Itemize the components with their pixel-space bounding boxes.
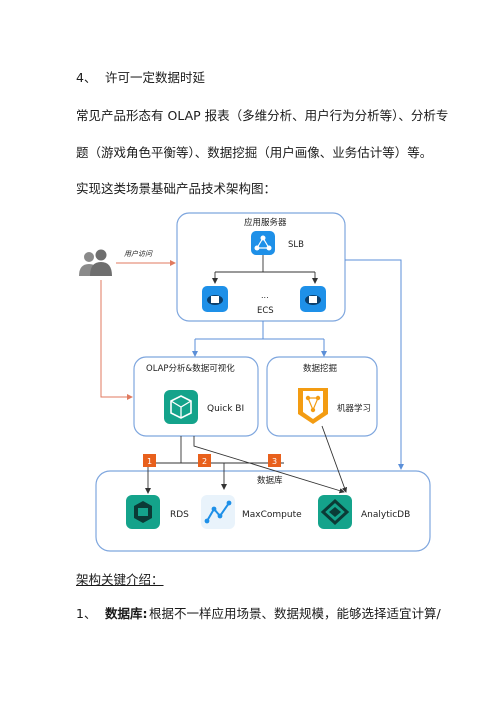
slb-label: SLB xyxy=(288,240,304,250)
user-to-olap-arrow xyxy=(100,280,133,400)
item-1-number: 1、 xyxy=(76,606,97,621)
olap-to-analyticdb-line xyxy=(193,436,345,494)
olap-to-db-lines xyxy=(147,436,284,492)
database-title: 数据库 xyxy=(257,475,283,486)
slb-icon xyxy=(251,231,275,255)
marker-2: 2 xyxy=(198,454,211,467)
item-1-term: 数据库: xyxy=(105,606,148,621)
machine-learning-icon xyxy=(298,388,328,424)
slb-branch-lines xyxy=(214,255,316,280)
section-title: 许可一定数据时延 xyxy=(105,70,206,85)
quick-bi-label: Quick BI xyxy=(207,404,244,414)
machine-learning-label: 机器学习 xyxy=(337,403,371,414)
analyticdb-label: AnalyticDB xyxy=(361,510,410,520)
maxcompute-icon xyxy=(201,495,235,529)
marker-1: 1 xyxy=(143,454,156,467)
ecs-label: ECS xyxy=(257,306,274,316)
ecs-ellipsis: ... xyxy=(261,291,269,300)
architecture-diagram: 用户访问 应用服务器 SLB ... ECS OLAP分析&数据可视化 Quic… xyxy=(79,212,431,552)
app-to-analysis-lines xyxy=(194,321,325,355)
users-icon xyxy=(79,249,112,276)
marker-3-label: 3 xyxy=(272,457,277,466)
paragraph-1: 常见产品形态有 OLAP 报表（多维分析、用户行为分析等）、分析专 xyxy=(76,108,449,123)
rds-icon xyxy=(126,495,160,529)
marker-2-label: 2 xyxy=(202,457,207,466)
marker-3: 3 xyxy=(268,454,281,467)
paragraph-3: 实现这类场景基础产品技术架构图： xyxy=(76,181,277,196)
marker-1-label: 1 xyxy=(147,457,152,466)
mining-to-analyticdb-line xyxy=(321,425,347,493)
analyticdb-icon xyxy=(318,495,352,529)
item-1-text: 根据不一样应用场景、数据规模，能够选择适宜计算/ xyxy=(149,606,441,621)
ecs-icon-left xyxy=(202,286,228,312)
app-server-title: 应用服务器 xyxy=(244,217,287,228)
mining-title: 数据挖掘 xyxy=(303,363,337,374)
app-to-db-arrow xyxy=(345,259,404,470)
section-number: 4、 xyxy=(76,70,97,85)
rds-label: RDS xyxy=(170,510,189,520)
paragraph-2: 题（游戏角色平衡等）、数据挖掘（用户画像、业务估计等）等。 xyxy=(76,145,433,160)
user-access-label: 用户访问 xyxy=(124,250,153,258)
olap-title: OLAP分析&数据可视化 xyxy=(146,363,235,374)
analysis-arrowheads xyxy=(192,351,327,357)
ecs-icon-right xyxy=(300,286,326,312)
quick-bi-icon xyxy=(164,390,198,424)
maxcompute-label: MaxCompute xyxy=(242,510,302,520)
key-intro-heading: 架构关键介绍： xyxy=(76,572,164,587)
